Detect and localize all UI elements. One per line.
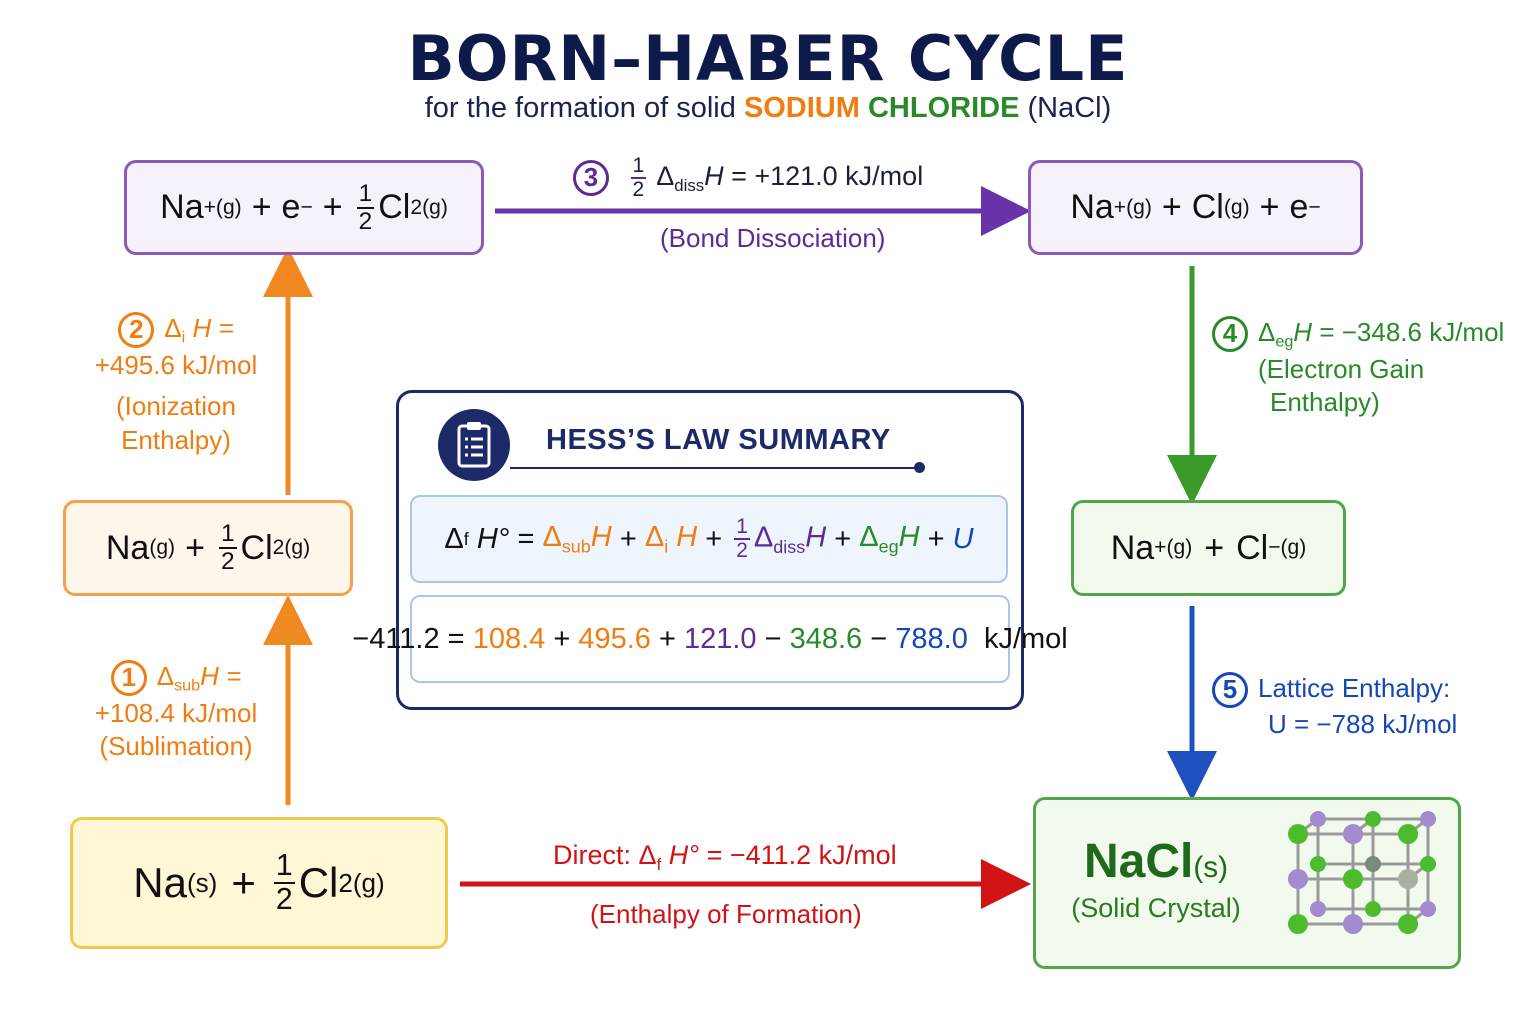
step2-number: 2 [118, 312, 155, 349]
step3-number: 3 [573, 160, 609, 197]
subtitle-formula: (NaCl) [1027, 92, 1112, 124]
subtitle-sodium: SODIUM [743, 92, 860, 124]
step3-description: (Bond Dissociation) [660, 223, 886, 253]
nacl-caption: (Solid Crystal) [1071, 893, 1241, 923]
step4-number: 4 [1212, 316, 1248, 353]
hess-title-dot [914, 462, 925, 473]
box-na-ion-cl-electron: Na+(g) + Cl(g) + e− [1028, 160, 1363, 255]
hess-numeric-equation: −411.2 = 108.4 + 495.6 + 121.0 − 348.6 −… [352, 595, 1068, 683]
nacl-crystal-lattice-icon [1288, 811, 1436, 934]
step5-number: 5 [1212, 672, 1248, 709]
page-subtitle: for the formation of solid SODIUM CHLORI… [0, 92, 1536, 125]
direct-label: Direct: Δf H° = −411.2 kJ/mol [553, 840, 897, 874]
hess-title: HESS’S LAW SUMMARY [546, 424, 891, 456]
box-na-ion-cl-ion: Na+(g) + Cl−(g) [1071, 500, 1346, 596]
step1-number: 1 [110, 660, 147, 697]
hess-title-underline [510, 467, 920, 469]
page-title: BORN–HABER CYCLE [407, 22, 1129, 95]
box-nacl-solid: NaCl(s) (Solid Crystal) [1033, 797, 1461, 969]
nacl-formula: NaCl(s) [1083, 835, 1229, 888]
direct-description: (Enthalpy of Formation) [590, 899, 862, 929]
clipboard-icon [438, 409, 510, 481]
subtitle-prefix: for the formation of solid [424, 92, 736, 124]
subtitle-chloride: CHLORIDE [867, 92, 1020, 124]
